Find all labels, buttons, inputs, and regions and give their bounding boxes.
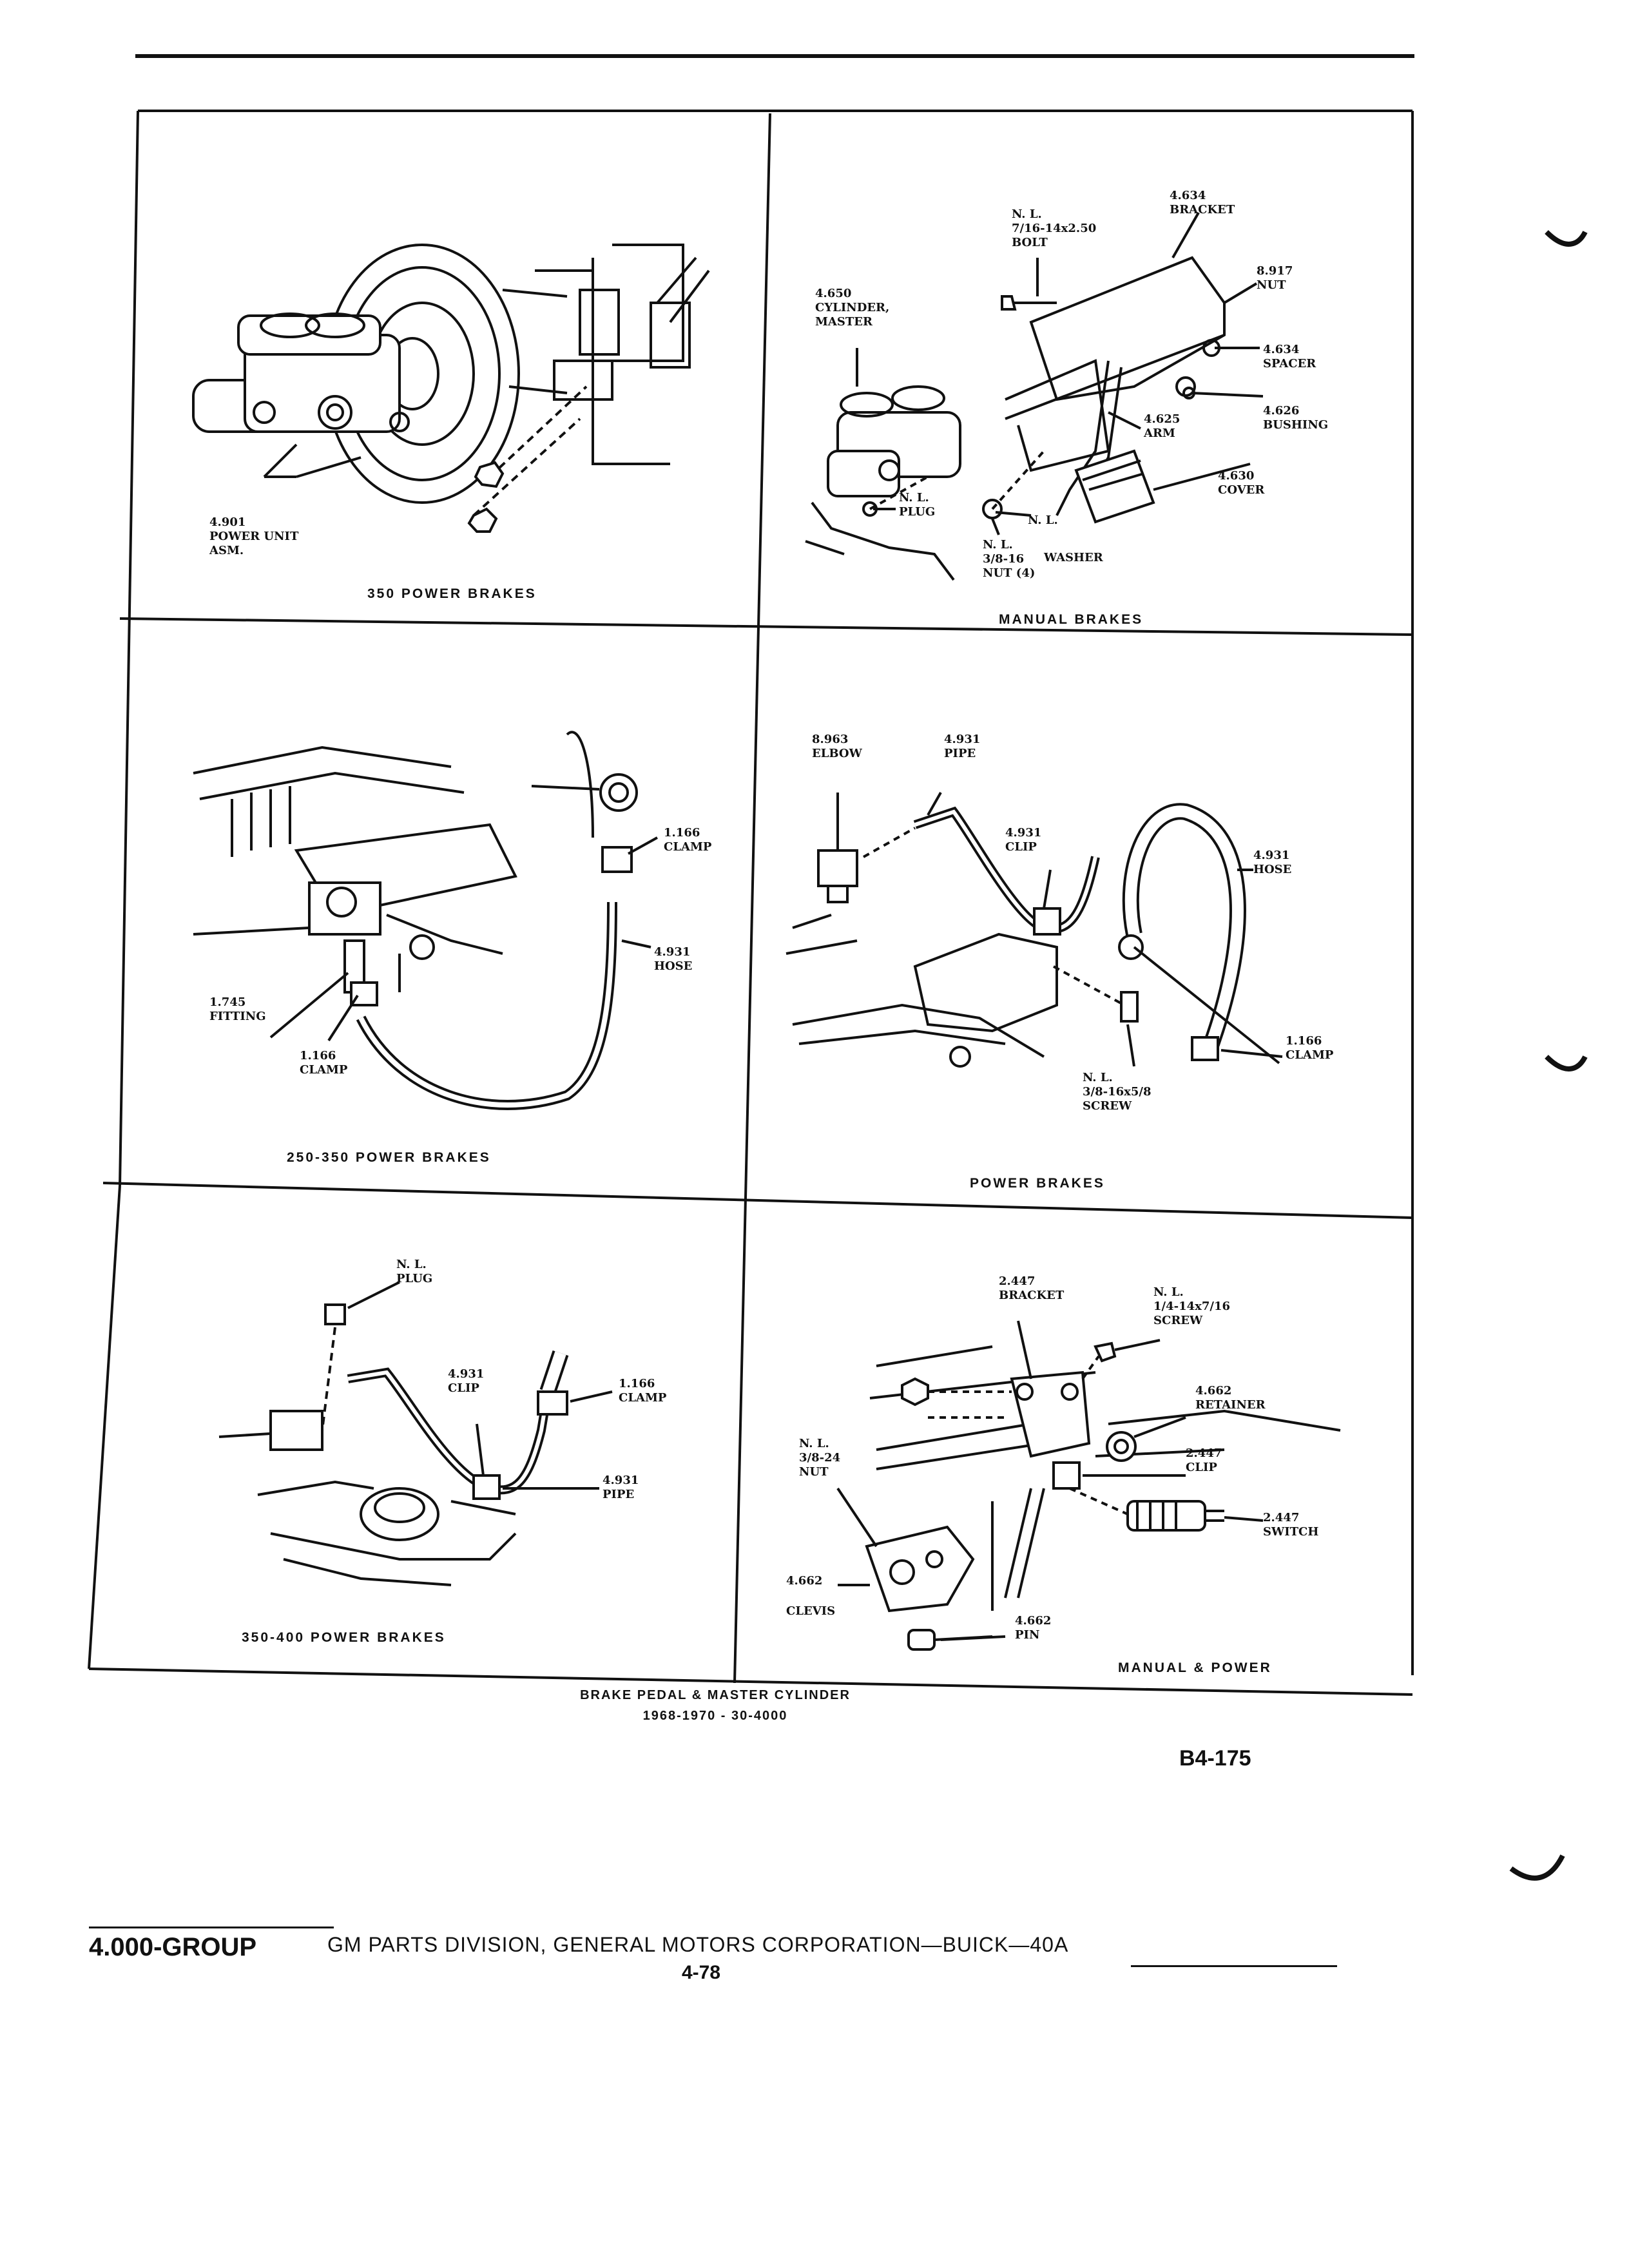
bracket-label: 2.447 BRACKET — [999, 1274, 1065, 1302]
footer-rule-left — [89, 1927, 334, 1928]
spacer-label: 4.634 SPACER — [1263, 343, 1316, 370]
bracket-label: 4.634 BRACKET — [1170, 189, 1235, 216]
clamp-label: 1.166 CLAMP — [1286, 1034, 1334, 1062]
footer-rule-right — [1131, 1965, 1337, 1967]
clamp-top-label: 1.166 CLAMP — [664, 826, 712, 854]
document-code: B4-175 — [1179, 1746, 1251, 1771]
cylinder-master-label: 4.650 CYLINDER, MASTER — [815, 287, 890, 329]
plug-label: N. L. PLUG — [899, 491, 936, 519]
panel-caption-power-brakes: POWER BRAKES — [970, 1176, 1105, 1191]
washer-nl-label: N. L. — [1028, 514, 1058, 527]
figure-caption-line-2: 1968-1970 - 30-4000 — [642, 1709, 788, 1723]
figure-caption-line-1: BRAKE PEDAL & MASTER CYLINDER — [580, 1688, 851, 1702]
bushing-label: 4.626 BUSHING — [1263, 404, 1329, 432]
page-number: 4-78 — [682, 1962, 721, 1983]
nut-bottom-label: N. L. 3/8-16 NUT (4) — [983, 538, 1036, 580]
hose-label: 4.931 HOSE — [654, 945, 693, 973]
panel-caption-manual-brakes: MANUAL BRAKES — [999, 612, 1144, 627]
panel-caption-350-400-power-brakes: 350-400 POWER BRAKES — [242, 1630, 446, 1645]
hose-label: 4.931 HOSE — [1253, 849, 1292, 876]
panel-caption-350-power-brakes: 350 POWER BRAKES — [367, 586, 537, 601]
clevis-number-label: 4.662 — [786, 1574, 823, 1588]
panel-caption-manual-and-power: MANUAL & POWER — [1118, 1660, 1272, 1675]
screw-label: N. L. 1/4-14x7/16 SCREW — [1153, 1285, 1231, 1327]
pin-label: 4.662 PIN — [1015, 1614, 1052, 1642]
group-label: 4.000-GROUP — [89, 1933, 257, 1961]
top-rule — [135, 54, 1414, 58]
elbow-label: 8.963 ELBOW — [812, 733, 862, 760]
footer-title: GM PARTS DIVISION, GENERAL MOTORS CORPOR… — [327, 1933, 1069, 1956]
clevis-label: CLEVIS — [786, 1604, 836, 1618]
cover-label: 4.630 COVER — [1218, 469, 1265, 497]
nut-top-label: 8.917 NUT — [1257, 264, 1293, 292]
pipe-label: 4.931 PIPE — [602, 1474, 639, 1501]
panel-caption-250-350-power-brakes: 250-350 POWER BRAKES — [287, 1150, 491, 1165]
arm-label: 4.625 ARM — [1144, 412, 1181, 440]
power-unit-label: 4.901 POWER UNIT ASM. — [209, 515, 299, 557]
bolt-label: N. L. 7/16-14x2.50 BOLT — [1012, 207, 1097, 249]
washer-label: WASHER — [1044, 551, 1103, 564]
clip-label: 4.931 CLIP — [1005, 826, 1042, 854]
screw-label: N. L. 3/8-16x5/8 SCREW — [1083, 1071, 1152, 1113]
plug-label: N. L. PLUG — [396, 1258, 433, 1285]
retainer-label: 4.662 RETAINER — [1195, 1384, 1266, 1412]
nut-label: N. L. 3/8-24 NUT — [799, 1437, 841, 1479]
pipe-label: 4.931 PIPE — [944, 733, 981, 760]
switch-label: 2.447 SWITCH — [1263, 1511, 1319, 1539]
fitting-label: 1.745 FITTING — [209, 995, 266, 1023]
clip-label: 4.931 CLIP — [448, 1367, 485, 1395]
clip-label: 2.447 CLIP — [1186, 1446, 1222, 1474]
clamp-bottom-label: 1.166 CLAMP — [300, 1049, 348, 1077]
clamp-label: 1.166 CLAMP — [619, 1377, 667, 1405]
